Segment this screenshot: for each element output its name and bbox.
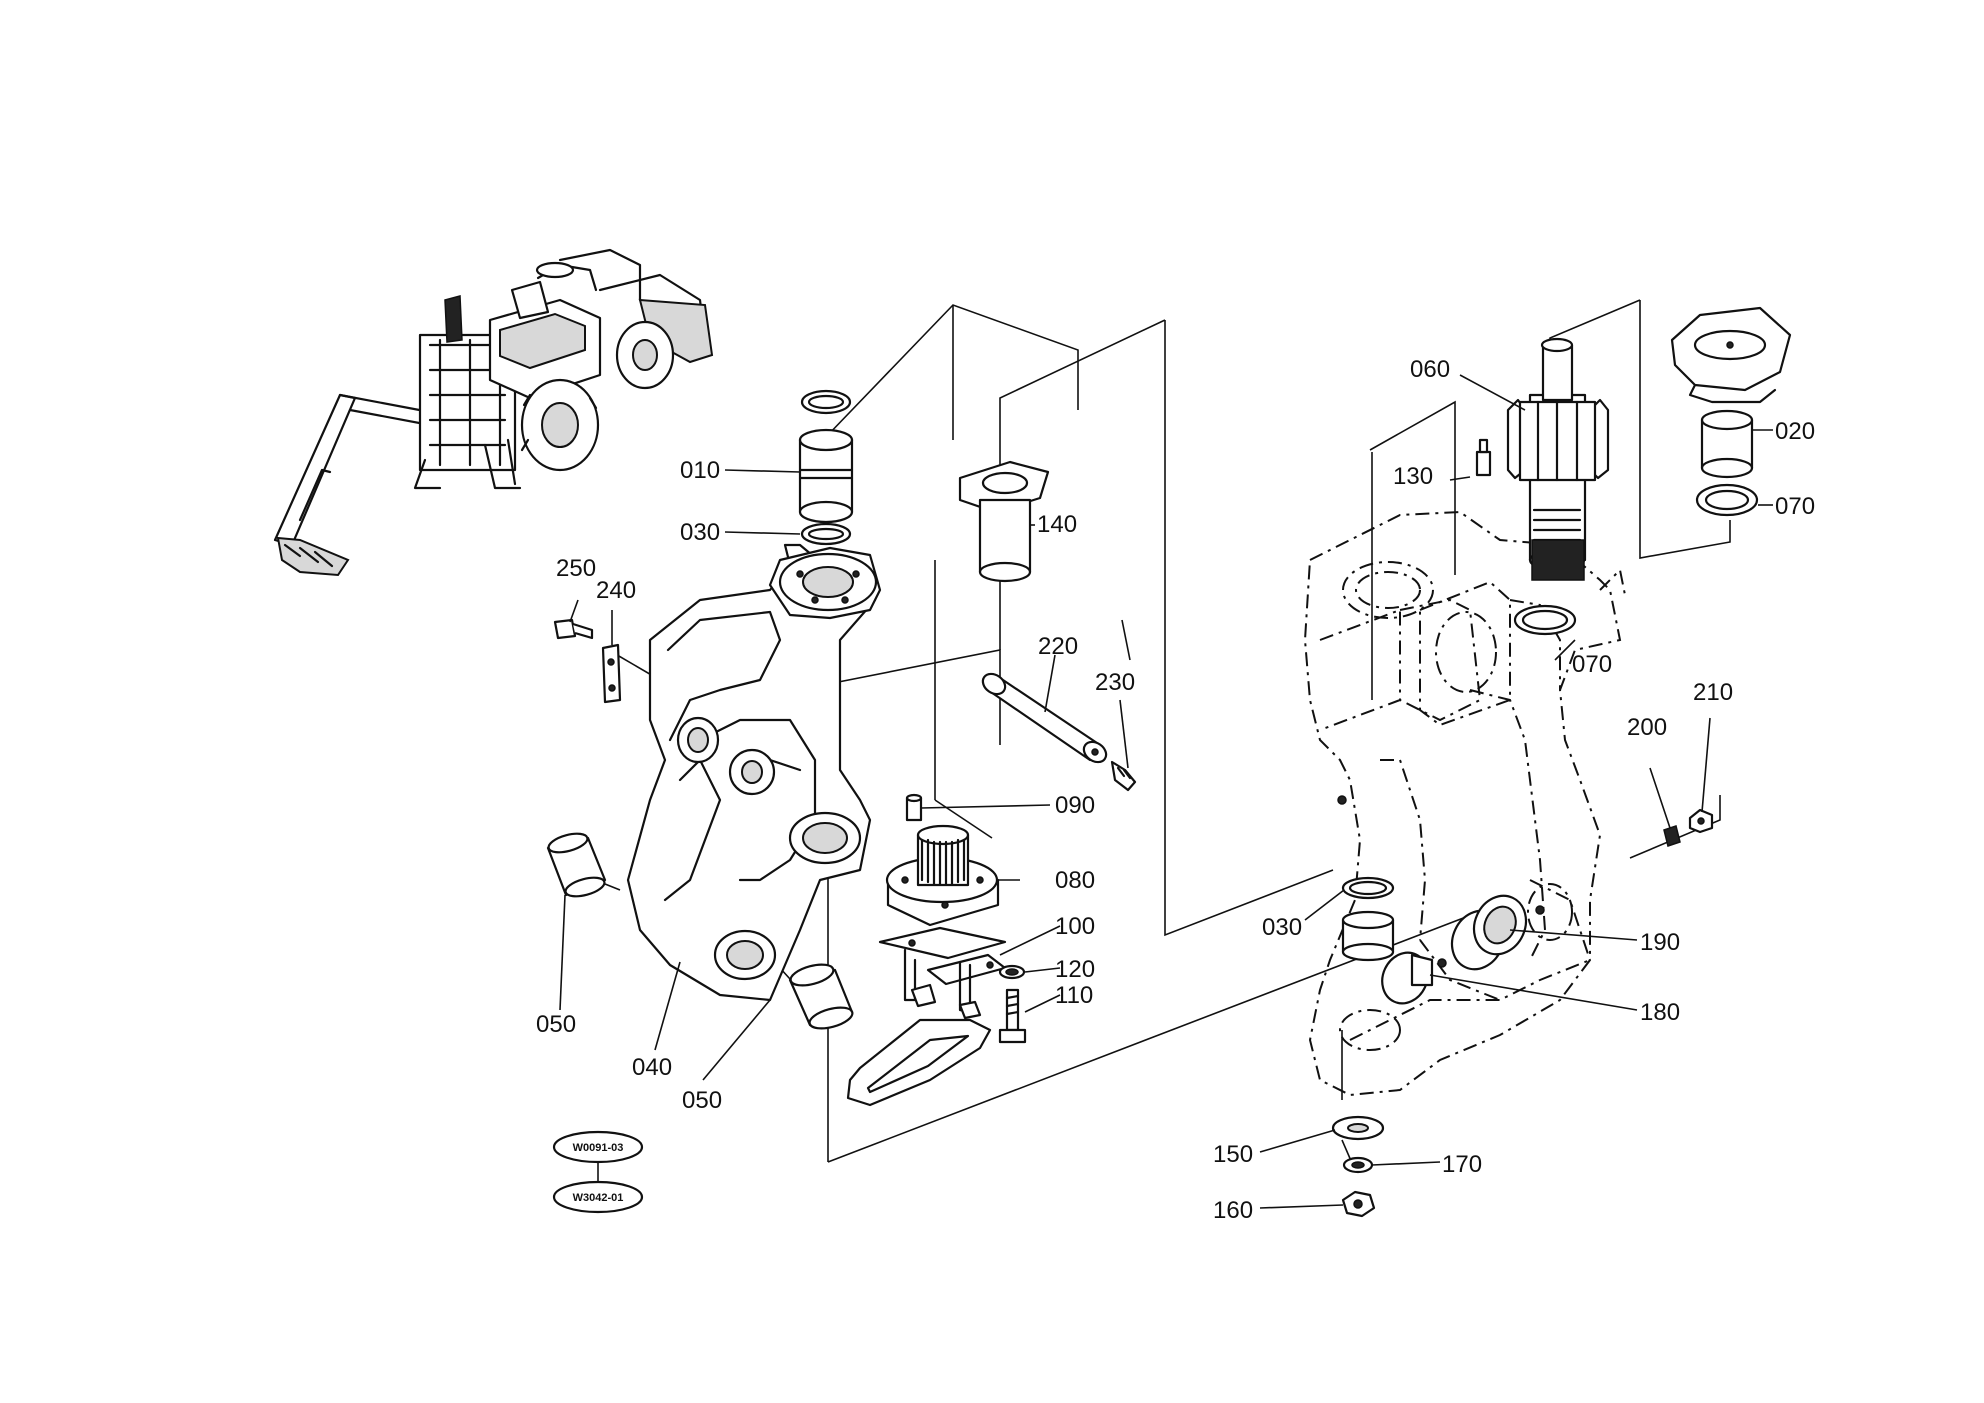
pedal-part-100	[846, 926, 1007, 1107]
callout-230: 230	[1095, 669, 1135, 696]
callout-240: 240	[596, 577, 636, 604]
seal-part-070-lower	[1513, 604, 1577, 636]
seal-part-070-upper	[1695, 483, 1759, 517]
callout-070-lower: 070	[1572, 651, 1612, 678]
bush-part-190	[1450, 894, 1528, 971]
callout-030-left: 030	[680, 519, 720, 546]
nut-part-160	[1341, 1190, 1376, 1218]
callout-080: 080	[1055, 867, 1095, 894]
callout-130: 130	[1393, 463, 1433, 490]
lock-washer-part-170	[1342, 1156, 1374, 1174]
callout-170: 170	[1442, 1151, 1482, 1178]
plug-part-180	[1381, 951, 1447, 1005]
grease-nipple-part-130	[1475, 438, 1492, 477]
bolt-part-250	[553, 618, 594, 640]
cover-part-140	[958, 460, 1050, 583]
pin-part-090	[905, 793, 923, 822]
callout-120: 120	[1055, 956, 1095, 983]
callout-labels: 010 030 020 070 070 060 130 140 220 230 …	[536, 356, 1815, 1224]
nut-part-210	[1688, 808, 1714, 834]
callout-140: 140	[1037, 511, 1077, 538]
callout-200: 200	[1627, 714, 1667, 741]
callout-090: 090	[1055, 792, 1095, 819]
callout-110: 110	[1055, 982, 1093, 1009]
ring-part-030-top	[800, 389, 852, 415]
bush-part-010	[798, 428, 854, 546]
gear-shaft-part-060	[1506, 337, 1610, 581]
callout-040: 040	[632, 1054, 672, 1081]
callout-100: 100	[1055, 913, 1095, 940]
callout-190: 190	[1640, 929, 1680, 956]
callout-250: 250	[556, 555, 596, 582]
callout-060: 060	[1410, 356, 1450, 383]
callout-020: 020	[1775, 418, 1815, 445]
bolt-part-110	[998, 988, 1027, 1044]
reference-code-1: W0091-03	[573, 1142, 624, 1154]
cap-part-020	[1670, 306, 1792, 479]
callout-leaders	[559, 374, 1773, 1209]
ring-part-030-right	[1341, 876, 1395, 962]
hub-part-080	[885, 824, 1000, 927]
callout-010: 010	[680, 457, 720, 484]
callout-210: 210	[1693, 679, 1733, 706]
bush-part-050-left	[546, 832, 607, 898]
callout-050-left: 050	[536, 1011, 576, 1038]
reference-codes: W0091-03 W3042-01	[552, 1130, 644, 1214]
callout-160: 160	[1213, 1197, 1253, 1224]
plate-part-240	[601, 643, 622, 704]
callout-070-upper: 070	[1775, 493, 1815, 520]
washer-part-150	[1331, 1115, 1385, 1141]
bush-part-050-right	[788, 963, 854, 1030]
grease-nipple-part-230	[1110, 760, 1137, 792]
backhoe-thumbnail-icon	[273, 248, 714, 577]
swing-frame-housing	[1303, 510, 1626, 1097]
washer-part-120	[998, 964, 1026, 980]
callout-220: 220	[1038, 633, 1078, 660]
callout-050-right: 050	[682, 1087, 722, 1114]
swing-bracket-part-040	[626, 543, 882, 1002]
reference-code-2: W3042-01	[573, 1192, 624, 1204]
spring-pin-part-200	[1663, 825, 1681, 847]
pin-part-220	[981, 672, 1108, 764]
callout-030-right: 030	[1262, 914, 1302, 941]
callout-180: 180	[1640, 999, 1680, 1026]
callout-150: 150	[1213, 1141, 1253, 1168]
